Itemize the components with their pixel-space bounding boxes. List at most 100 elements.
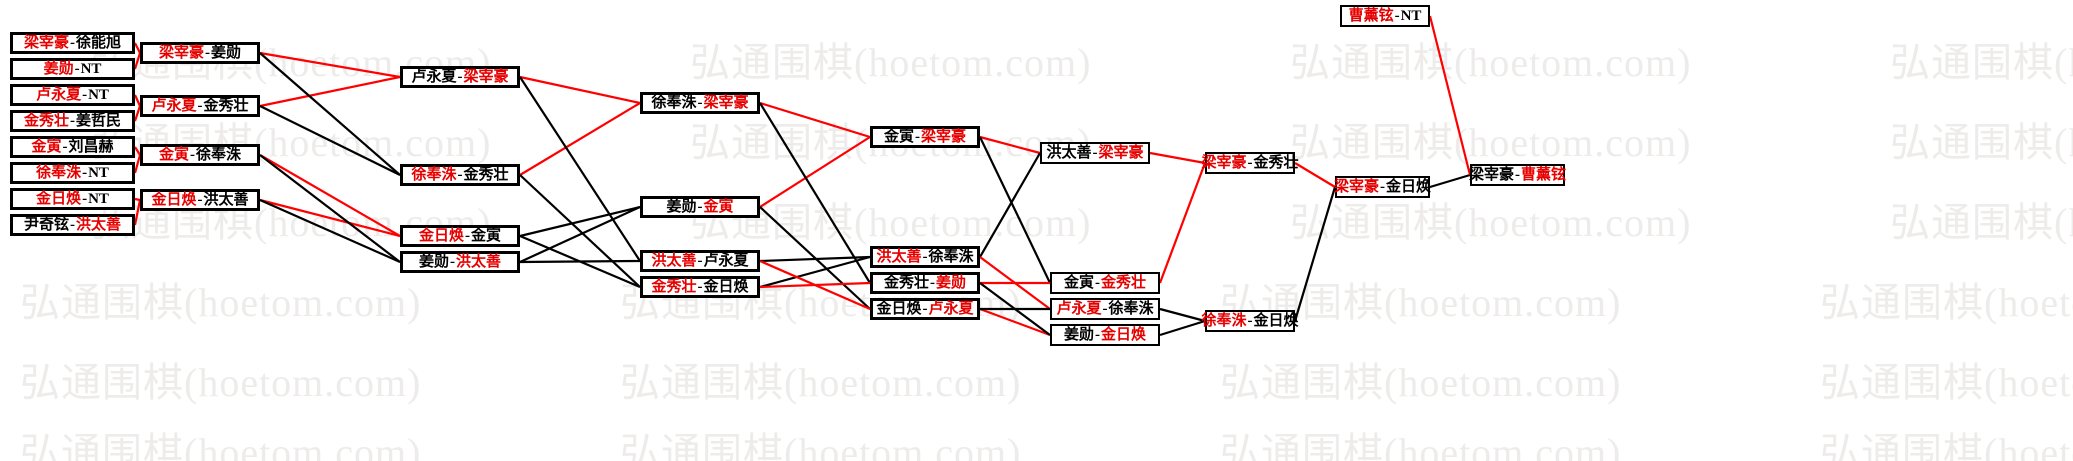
match-node[interactable]: 曹薰铉-NT	[1340, 5, 1430, 27]
player-one-name: 金日焕	[876, 300, 922, 317]
versus-dash: -	[70, 34, 75, 51]
match-node[interactable]: 金日焕-NT	[10, 188, 135, 210]
versus-dash: -	[82, 190, 88, 207]
match-node[interactable]: 尹奇铉-洪太善	[10, 214, 135, 236]
bracket-edge	[519, 76, 641, 262]
bracket-edge	[759, 136, 871, 208]
player-one-name: 梁宰豪	[1201, 154, 1247, 171]
bracket-edge	[1159, 319, 1206, 337]
bracket-edge	[759, 101, 871, 139]
match-node[interactable]: 梁宰豪-金日焕	[1334, 176, 1431, 198]
match-node[interactable]: 洪太善-卢永夏	[640, 250, 760, 272]
match-node[interactable]: 卢永夏-徐奉洙	[1050, 298, 1160, 320]
player-two-name: 姜勋	[936, 274, 967, 291]
versus-dash: -	[465, 227, 470, 244]
player-one-name: 徐奉洙	[411, 166, 457, 183]
bracket-edge	[1293, 186, 1337, 322]
bracket-edge	[519, 206, 641, 263]
player-one-name: 金秀壮	[883, 274, 929, 291]
bracket-edge	[759, 255, 871, 289]
match-node[interactable]: 卢永夏-金秀壮	[140, 95, 260, 117]
versus-dash: -	[205, 44, 210, 61]
match-node[interactable]: 金寅-金秀壮	[1050, 272, 1160, 294]
player-one-name: 金寅	[31, 138, 62, 155]
match-node[interactable]: 金寅-徐奉洙	[140, 144, 260, 166]
player-two-name: 金秀壮	[1101, 274, 1147, 291]
player-two-name: 徐奉洙	[1108, 300, 1154, 317]
player-one-name: 姜勋	[666, 198, 697, 215]
match-node[interactable]: 姜勋-金日焕	[1050, 324, 1160, 346]
player-two-name: 姜哲民	[76, 112, 122, 129]
match-node[interactable]: 金寅-梁宰豪	[870, 126, 980, 148]
player-two-name: 徐奉洙	[196, 146, 242, 163]
bracket-edge	[759, 255, 871, 263]
match-node[interactable]: 徐奉洙-NT	[10, 162, 135, 184]
bracket-edge	[259, 105, 401, 176]
match-node[interactable]: 梁宰豪-徐能旭	[10, 32, 135, 54]
player-two-name: 金寅	[703, 198, 734, 215]
match-node[interactable]: 姜勋-洪太善	[400, 251, 520, 273]
bracket-edge	[759, 102, 871, 284]
player-two-name: NT	[1400, 7, 1422, 24]
player-two-name: 洪太善	[76, 216, 122, 233]
bracket-edge	[259, 52, 401, 176]
player-one-name: 金日焕	[418, 227, 464, 244]
match-node[interactable]: 金日焕-卢永夏	[870, 298, 980, 320]
match-node[interactable]: 金秀壮-姜勋	[870, 272, 980, 294]
versus-dash: -	[915, 128, 920, 145]
player-one-name: 金寅	[158, 146, 189, 163]
match-node[interactable]: 金日焕-洪太善	[140, 189, 260, 211]
versus-dash: -	[457, 68, 463, 85]
player-one-name: 金秀壮	[23, 112, 69, 129]
player-two-name: 金秀壮	[203, 97, 249, 114]
versus-dash: -	[457, 166, 463, 183]
player-one-name: 卢永夏	[411, 68, 457, 85]
match-node[interactable]: 卢永夏-NT	[10, 84, 135, 106]
player-two-name: 金寅	[471, 227, 502, 244]
match-node[interactable]: 徐奉洙-梁宰豪	[640, 92, 760, 114]
match-node[interactable]: 卢永夏-梁宰豪	[400, 66, 520, 88]
match-node[interactable]: 金日焕-金寅	[400, 225, 520, 247]
bracket-edge	[759, 281, 871, 289]
player-two-name: NT	[80, 60, 102, 77]
match-node[interactable]: 徐奉洙-金秀壮	[400, 164, 520, 186]
player-two-name: 金秀壮	[463, 166, 509, 183]
bracket-edge	[519, 259, 641, 264]
match-node[interactable]: 梁宰豪-曹薰铉	[1469, 164, 1566, 186]
player-two-name: 姜勋	[211, 44, 242, 61]
versus-dash: -	[1247, 312, 1253, 329]
versus-dash: -	[697, 278, 703, 295]
bracket-edge	[1149, 151, 1206, 165]
player-one-name: 徐奉洙	[36, 164, 82, 181]
match-node[interactable]: 梁宰豪-金秀壮	[1201, 152, 1299, 174]
match-node[interactable]: 金秀壮-金日焕	[640, 276, 760, 298]
bracket-edge	[133, 94, 142, 107]
player-two-name: 卢永夏	[928, 300, 974, 317]
versus-dash: -	[930, 274, 935, 291]
match-node[interactable]: 洪太善-徐奉洙	[870, 246, 980, 268]
player-two-name: 徐奉洙	[928, 248, 974, 265]
match-node[interactable]: 姜勋-NT	[10, 58, 135, 80]
bracket-edge	[259, 198, 401, 264]
bracket-edge	[519, 174, 641, 288]
bracket-edge	[134, 146, 141, 156]
match-node[interactable]: 梁宰豪-姜勋	[140, 42, 260, 64]
versus-dash: -	[1380, 178, 1385, 195]
match-node[interactable]: 金寅-刘昌赫	[10, 136, 135, 158]
bracket-edge	[259, 198, 401, 238]
bracket-edge	[133, 154, 142, 174]
bracket-edge	[519, 205, 641, 238]
bracket-edge	[1428, 15, 1472, 176]
match-node[interactable]: 姜勋-金寅	[640, 196, 760, 218]
match-node[interactable]: 洪太善-梁宰豪	[1040, 142, 1150, 164]
bracket-edge	[259, 154, 401, 263]
match-node[interactable]: 金秀壮-姜哲民	[10, 110, 135, 132]
versus-dash: -	[922, 248, 928, 265]
match-node[interactable]: 徐奉洙-金日焕	[1201, 310, 1299, 332]
versus-dash: -	[197, 97, 203, 114]
versus-dash: -	[1247, 154, 1253, 171]
player-one-name: 卢永夏	[1056, 300, 1102, 317]
